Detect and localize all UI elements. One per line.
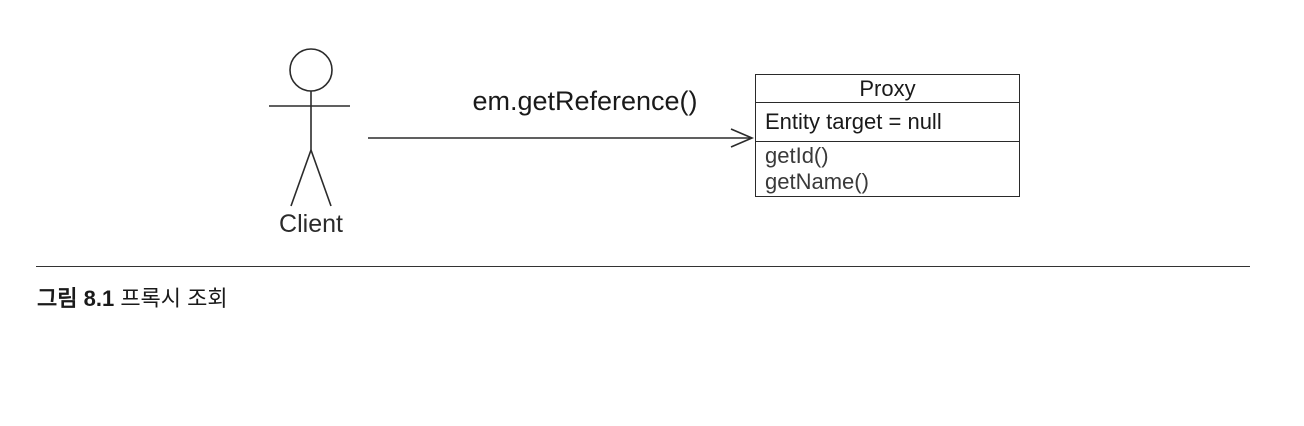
message-arrow-head (730, 128, 755, 148)
proxy-class-attribute: Entity target = null (756, 103, 1019, 142)
message-label: em.getReference() (472, 86, 698, 116)
figure-caption: 그림 8.1 프록시 조회 (37, 281, 228, 313)
figure-caption-number: 그림 8.1 (37, 286, 115, 311)
proxy-class-title: Proxy (756, 75, 1019, 103)
proxy-method-getid: getId() (765, 143, 829, 168)
actor-stick-figure (269, 48, 350, 207)
actor-right-leg (310, 149, 332, 207)
actor-head (289, 48, 333, 92)
proxy-class-methods: getId() getName() (756, 142, 1019, 195)
actor-label: Client (279, 210, 343, 238)
proxy-method-getname: getName() (765, 169, 869, 194)
figure-caption-text: 프록시 조회 (120, 286, 228, 311)
actor-left-leg (290, 149, 312, 207)
proxy-class-box: Proxy Entity target = null getId() getNa… (755, 74, 1020, 197)
message-arrow (368, 128, 755, 148)
caption-divider (36, 266, 1250, 267)
